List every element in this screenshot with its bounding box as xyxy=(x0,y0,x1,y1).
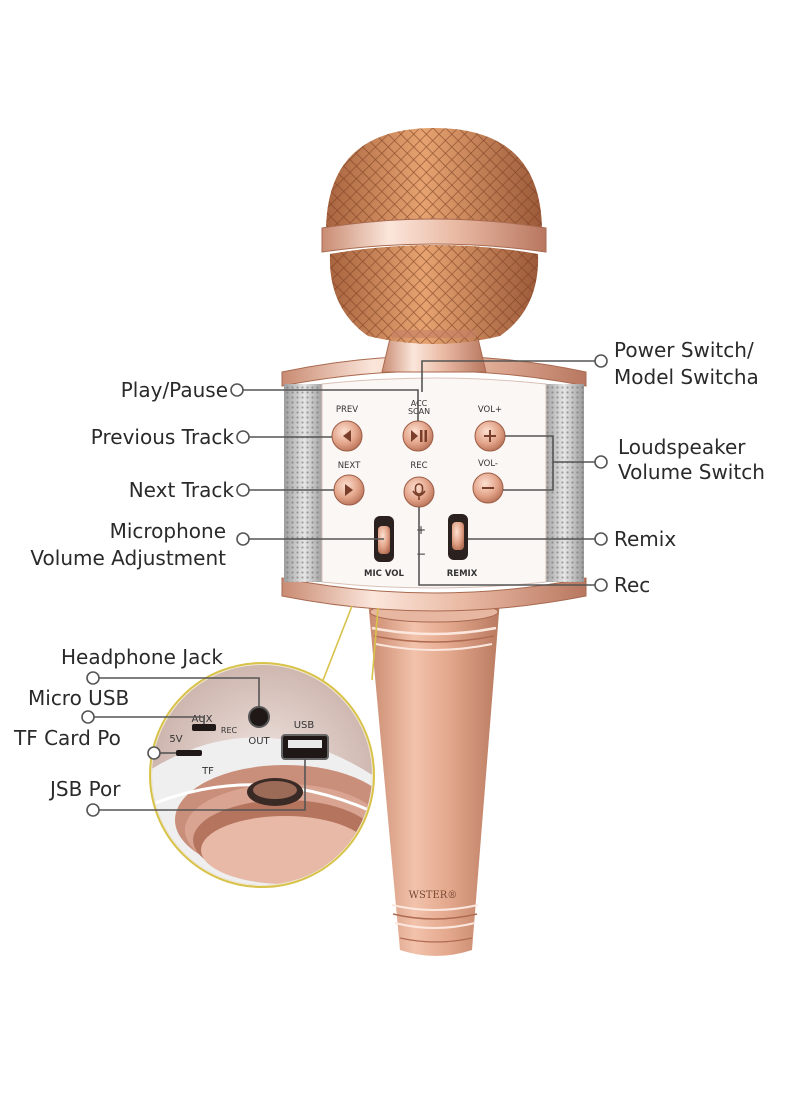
btn-scan-text: SCAN xyxy=(408,407,430,416)
tf-card-port xyxy=(176,750,202,756)
callout-endpoints xyxy=(81,354,608,817)
micro-usb-port xyxy=(192,724,216,731)
label-loudspeaker-line1: Loudspeaker xyxy=(618,435,746,459)
prev-button[interactable] xyxy=(331,420,363,452)
plus-text: + xyxy=(416,523,426,537)
microphone-head xyxy=(321,128,547,373)
brand-logo: WSTER® xyxy=(409,890,458,901)
minus-text: − xyxy=(416,547,426,561)
label-rec: Rec xyxy=(614,573,651,597)
label-remix: Remix xyxy=(614,527,677,551)
port-usb-text: USB xyxy=(294,720,315,731)
label-power-line1: Power Switch/ xyxy=(614,338,754,362)
label-loudspeaker-line2: Volume Switch xyxy=(618,460,765,484)
label-headphone-jack: Headphone Jack xyxy=(61,645,223,669)
label-micro-usb: Micro USB xyxy=(28,686,130,710)
label-usb-port: JSB Por xyxy=(50,777,121,801)
microphone-handle: WSTER® xyxy=(368,600,500,956)
label-next-track: Next Track xyxy=(128,478,234,502)
btn-volminus-text: VOL- xyxy=(478,459,498,469)
callout-lines xyxy=(94,360,595,811)
port-out-text: OUT xyxy=(248,736,270,747)
port-5v-text: 5V xyxy=(169,734,182,745)
vol-plus-button[interactable] xyxy=(474,420,506,452)
prev-icon xyxy=(343,430,351,442)
port-aux-text: AUX xyxy=(191,714,212,725)
btn-next-text: NEXT xyxy=(338,461,361,471)
ports-zoom-callout: AUX 5V REC OUT USB TF xyxy=(149,605,379,888)
label-microphone-line1: Microphone xyxy=(109,519,226,543)
port-tf-text: TF xyxy=(201,766,214,777)
label-play-pause: Play/Pause xyxy=(120,378,228,402)
next-button[interactable] xyxy=(333,474,365,506)
remix-text: REMIX xyxy=(447,569,478,579)
label-power-line2: Model Switcha xyxy=(614,365,759,389)
face-controls: PREV ACC SCAN VOL+ NEXT REC VOL- MIC VOL… xyxy=(331,399,506,579)
btn-prev-text: PREV xyxy=(336,405,358,415)
port-rec-text: REC xyxy=(221,726,238,735)
control-panel-body xyxy=(281,355,587,612)
btn-volplus-text: VOL+ xyxy=(478,405,502,415)
btn-rec-text: REC xyxy=(410,461,427,471)
vol-plus-icon xyxy=(484,430,496,442)
label-tf-card: TF Card Po xyxy=(14,726,121,750)
btn-acc-text: ACC xyxy=(411,399,428,408)
mic-vol-text: MIC VOL xyxy=(364,569,404,579)
microphone-icon xyxy=(412,483,426,500)
play-pause-icon xyxy=(411,430,427,442)
label-microphone-line2: Volume Adjustment xyxy=(30,546,226,570)
rec-button[interactable] xyxy=(403,476,435,508)
vol-minus-button[interactable] xyxy=(472,472,504,504)
next-icon xyxy=(345,484,353,496)
remix-slider[interactable] xyxy=(448,514,468,560)
headphone-jack-port xyxy=(248,706,270,728)
play-pause-button[interactable] xyxy=(402,420,434,452)
label-previous-track: Previous Track xyxy=(90,425,234,449)
